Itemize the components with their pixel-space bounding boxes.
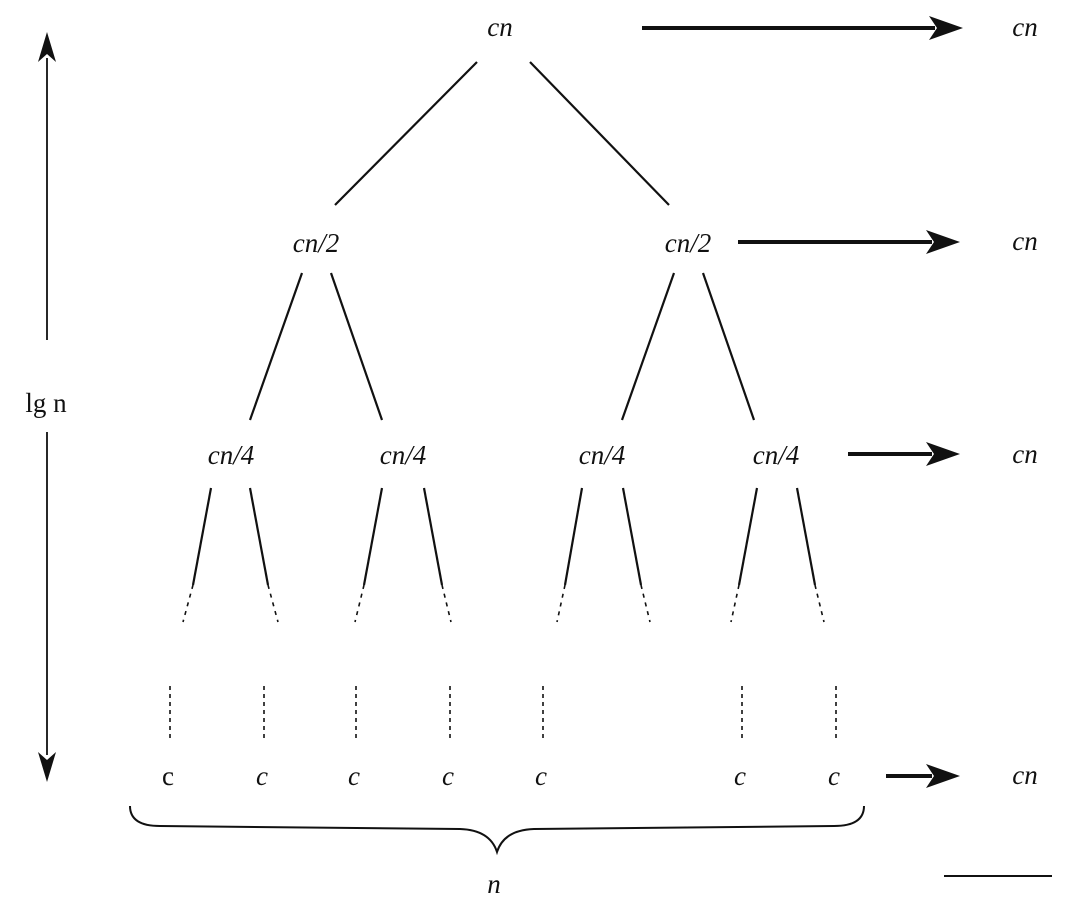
brace-icon bbox=[129, 805, 865, 856]
leaf-node: c bbox=[348, 761, 360, 791]
level-cost: cn bbox=[1012, 760, 1037, 790]
arrowhead-icon bbox=[926, 764, 960, 788]
leaf-brace: n bbox=[129, 805, 865, 899]
node-level1: cn/2 bbox=[293, 228, 340, 258]
arrow-down-icon bbox=[38, 752, 56, 782]
edge-l2d-left bbox=[737, 487, 759, 586]
arrow-up-icon bbox=[38, 32, 56, 62]
edge-l2b-right bbox=[422, 487, 444, 586]
cost-arrow-level1 bbox=[738, 230, 960, 254]
leaf-node: c bbox=[535, 761, 547, 791]
edge-l2a-right bbox=[248, 487, 270, 586]
cost-arrow-leaves bbox=[886, 764, 960, 788]
node-level2: cn/4 bbox=[579, 440, 626, 470]
arrowhead-icon bbox=[926, 442, 960, 466]
edge-l2c-left bbox=[563, 487, 584, 586]
leaf-node: c bbox=[734, 761, 746, 791]
edge-root-left bbox=[334, 61, 478, 206]
height-axis: lg n bbox=[25, 32, 67, 782]
node-level2: cn/4 bbox=[753, 440, 800, 470]
leaf-node: c bbox=[442, 761, 454, 791]
leaf-node: c bbox=[256, 761, 268, 791]
edge-l1b-right bbox=[701, 272, 756, 421]
node-level2: cn/4 bbox=[208, 440, 255, 470]
edge-l2d-right bbox=[795, 487, 817, 586]
level2-edges bbox=[182, 487, 825, 623]
level-cost: cn bbox=[1012, 12, 1037, 42]
node-root: cn bbox=[487, 12, 512, 42]
edge-l2a-left bbox=[191, 487, 213, 586]
edge-l1a-left bbox=[248, 272, 304, 421]
arrowhead-icon bbox=[926, 230, 960, 254]
level-cost-arrows bbox=[642, 16, 963, 788]
node-level1: cn/2 bbox=[665, 228, 712, 258]
height-label: lg n bbox=[25, 388, 67, 418]
edge-l2c-right bbox=[621, 487, 643, 586]
leaf-node: c bbox=[162, 761, 174, 791]
level-cost: cn bbox=[1012, 226, 1037, 256]
leaf-dotted-lines bbox=[169, 686, 837, 742]
edge-l1a-right bbox=[329, 272, 384, 421]
leaf-count-label: n bbox=[487, 869, 501, 899]
leaf-node: c bbox=[828, 761, 840, 791]
cost-arrow-level0 bbox=[642, 16, 963, 40]
edge-l2b-left bbox=[362, 487, 384, 586]
level-cost-labels: cn cn cn cn bbox=[1012, 12, 1037, 790]
arrowhead-icon bbox=[929, 16, 963, 40]
edge-l1b-left bbox=[620, 272, 676, 421]
edge-root-right bbox=[529, 61, 670, 206]
root-edges bbox=[334, 61, 670, 206]
cost-arrow-level2 bbox=[848, 442, 960, 466]
tree-nodes: cn cn/2 cn/2 cn/4 cn/4 cn/4 cn/4 c c c c… bbox=[162, 12, 840, 791]
level-cost: cn bbox=[1012, 439, 1037, 469]
node-level2: cn/4 bbox=[380, 440, 427, 470]
level1-edges bbox=[248, 272, 756, 421]
